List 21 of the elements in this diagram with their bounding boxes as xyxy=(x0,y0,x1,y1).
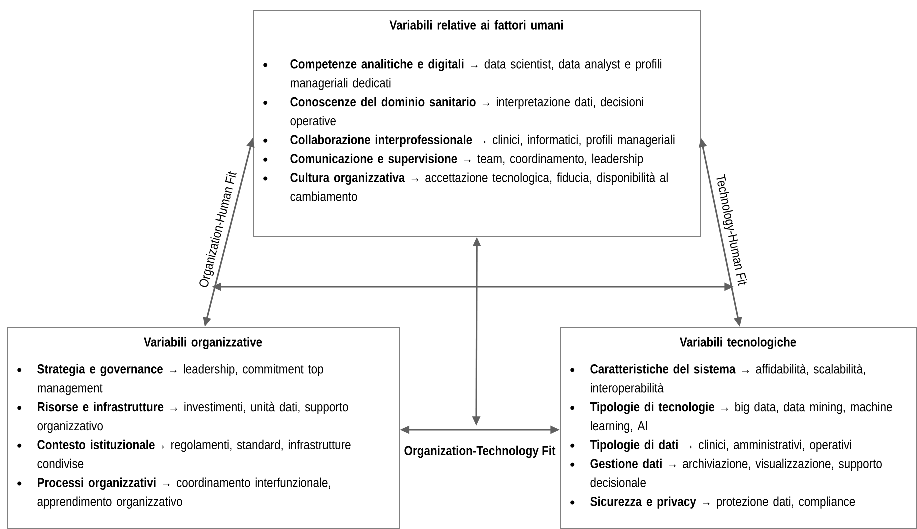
bullet-item: Collaborazione interprofessionale → clinici, informatici, profili manageriali xyxy=(264,134,675,148)
bullet-item: Tipologie di tecnologie → big data, data mining, machine learning, AI xyxy=(570,402,892,434)
text-box xyxy=(560,327,917,529)
bullet-item: Gestione dati → archiviazione, visualizzazione, supporto decisionale xyxy=(570,458,882,488)
box-heading: Variabili relative ai fattori umani xyxy=(390,20,564,30)
bullet-item: Risorse e infrastrutture → investimenti, unità dati, supporto organizzativo xyxy=(18,402,348,434)
bullet-item: Strategia e governance → leadership, commitment top management xyxy=(18,364,324,396)
text-box xyxy=(7,327,400,529)
bullet-item: Cultura organizzativa → accettazione tecnologica, fiducia, disponibilità al cambiamento xyxy=(264,172,668,202)
bullet-item: Competenze analitiche e digitali → data scientist, data analyst e profili manageriali dedicati xyxy=(264,59,662,90)
bullet-item: Processi organizzativi → coordinamento interfunzionale, apprendimento organizzativo xyxy=(18,478,330,509)
bullet-item: Conoscenze del dominio sanitario → interpretazione dati, decisioni operative xyxy=(264,97,644,128)
text-box xyxy=(253,10,702,238)
bullet-item: Comunicazione e supervisione → team, coordinamento, leadership xyxy=(264,154,644,166)
bullet-item: Caratteristiche del sistema → affidabilità, scalabilità, interoperabilità xyxy=(570,364,866,396)
bullet-item: Contesto istituzionale→ regolamenti, standard, infrastrutture condivise xyxy=(18,440,351,468)
bullet-item: Tipologie di dati → clinici, amministrativi, operativi xyxy=(570,440,852,452)
bullet-item: Sicurezza e privacy → protezione dati, compliance xyxy=(570,496,856,509)
box-heading: Variabili organizzative xyxy=(144,337,262,350)
edge-label: Organization-Technology Fit xyxy=(404,446,556,458)
box-heading: Variabili tecnologiche xyxy=(680,337,796,350)
